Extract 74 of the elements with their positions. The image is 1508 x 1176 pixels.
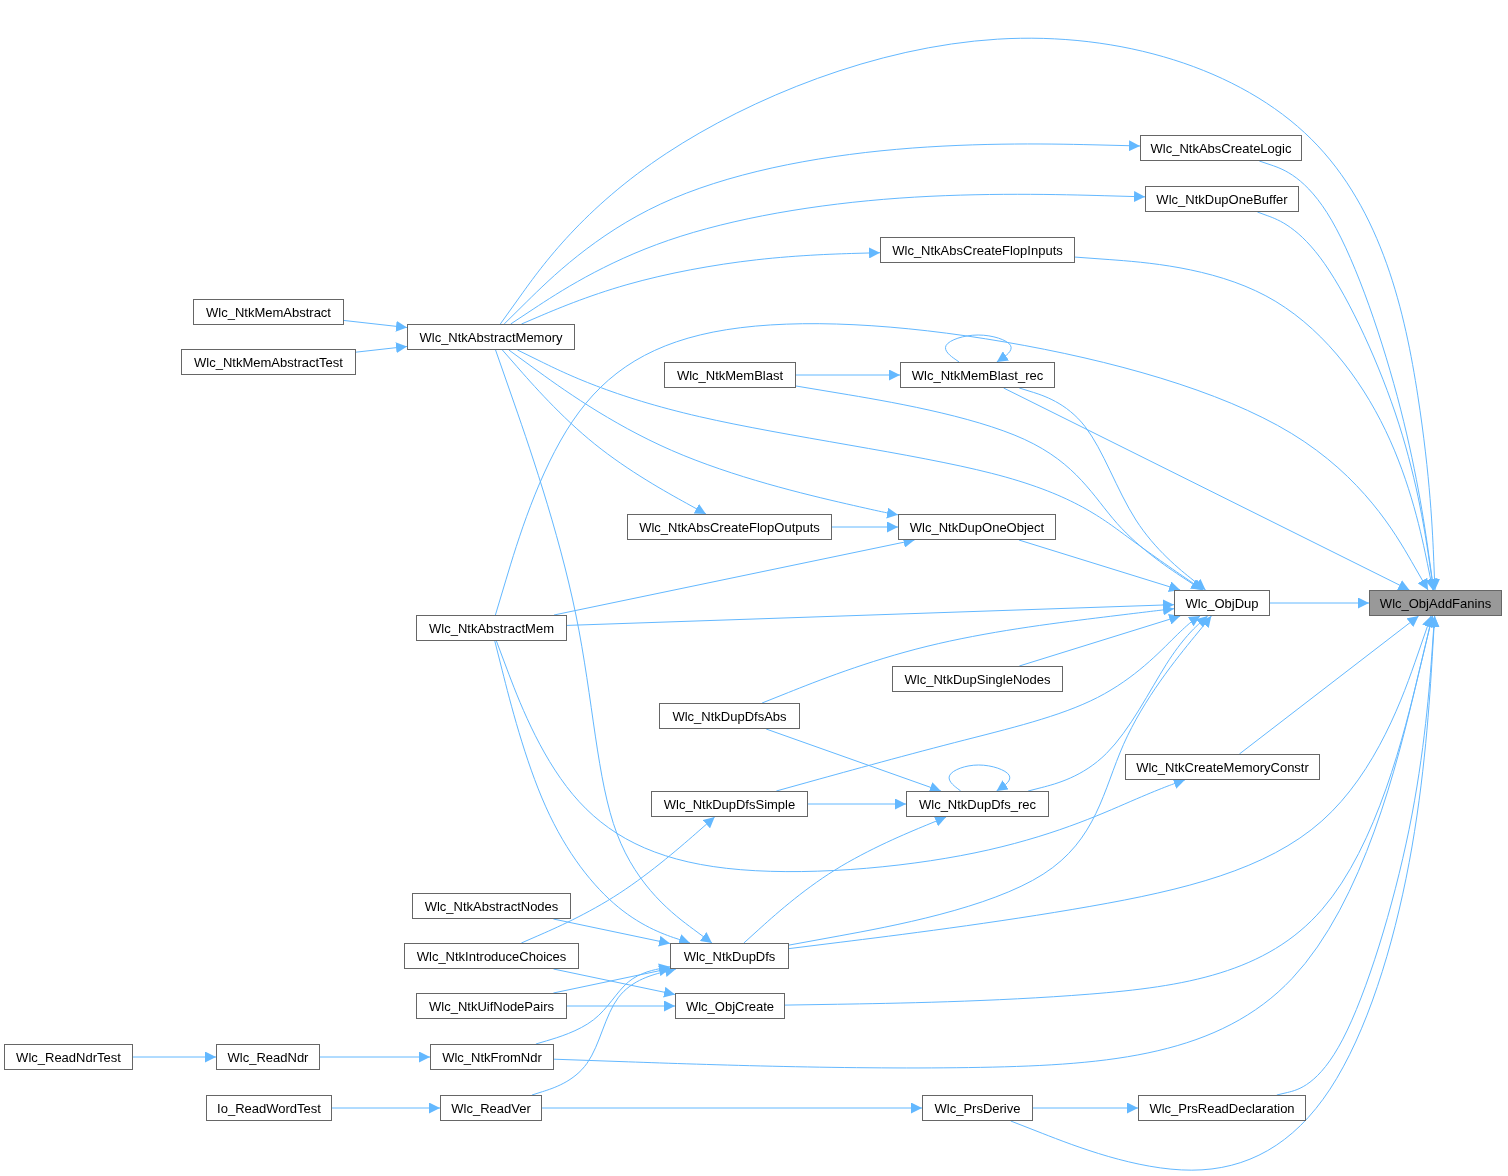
function-box: Wlc_NtkMemAbstractTest xyxy=(181,349,356,375)
function-box: Wlc_ObjDup xyxy=(1174,590,1270,616)
function-box: Wlc_NtkCreateMemoryConstr xyxy=(1125,754,1320,780)
function-box: Wlc_NtkAbstractMem xyxy=(416,615,567,641)
call-arrow xyxy=(495,640,1186,873)
function-box: Wlc_NtkMemBlast_rec xyxy=(900,362,1055,388)
call-arrow xyxy=(494,323,1429,616)
function-box: Wlc_PrsDerive xyxy=(922,1095,1033,1121)
call-arrow xyxy=(343,320,408,332)
call-arrow xyxy=(1269,597,1370,609)
call-arrow xyxy=(494,640,691,945)
call-arrow xyxy=(1027,615,1209,792)
call-arrow xyxy=(743,816,947,944)
call-arrow xyxy=(553,615,1436,1069)
call-arrow xyxy=(1032,1102,1139,1114)
function-box: Wlc_NtkUifNodePairs xyxy=(416,993,567,1019)
function-box: Wlc_NtkAbsCreateLogic xyxy=(1140,135,1302,161)
call-arrow xyxy=(788,615,1212,946)
call-arrow xyxy=(541,1102,923,1114)
call-arrow xyxy=(788,615,1433,950)
function-box: Wlc_ObjAddFanins xyxy=(1369,590,1502,616)
function-box: Wlc_ReadNdrTest xyxy=(4,1044,133,1070)
call-arrow xyxy=(1018,387,1207,591)
call-arrow xyxy=(521,247,881,325)
function-box: Wlc_NtkAbsCreateFlopInputs xyxy=(880,237,1075,263)
call-arrow xyxy=(132,1051,217,1063)
call-arrow xyxy=(510,191,1146,325)
call-arrow xyxy=(520,816,716,944)
call-arrow xyxy=(1010,615,1440,1171)
call-arrow xyxy=(566,1000,676,1012)
call-arrow xyxy=(553,968,676,998)
call-arrow xyxy=(831,521,899,533)
call-arrow xyxy=(761,604,1175,704)
call-arrow xyxy=(944,334,1012,363)
function-box: Wlc_NtkDupOneBuffer xyxy=(1145,186,1299,212)
call-arrow xyxy=(535,963,671,1045)
function-box: Wlc_NtkDupOneObject xyxy=(898,514,1056,540)
function-box: Wlc_NtkDupSingleNodes xyxy=(892,666,1063,692)
call-arrow xyxy=(501,349,707,515)
function-box: Wlc_NtkAbsCreateFlopOutputs xyxy=(627,514,832,540)
function-box: Wlc_NtkAbstractNodes xyxy=(412,893,571,919)
call-arrow xyxy=(319,1051,431,1063)
call-arrow xyxy=(331,1102,441,1114)
call-arrow xyxy=(948,764,1011,792)
call-arrow xyxy=(765,728,942,793)
function-box: Wlc_NtkIntroduceChoices xyxy=(404,943,579,969)
call-arrow xyxy=(499,37,1440,591)
call-arrow xyxy=(1074,256,1436,591)
function-box: Wlc_ReadNdr xyxy=(216,1044,320,1070)
function-box: Io_ReadWordTest xyxy=(206,1095,332,1121)
call-arrow xyxy=(1018,539,1181,592)
function-box: Wlc_PrsReadDeclaration xyxy=(1138,1095,1306,1121)
function-box: Wlc_NtkDupDfs_rec xyxy=(906,791,1049,817)
call-arrow xyxy=(566,599,1175,626)
call-arrow xyxy=(795,369,901,381)
call-arrow xyxy=(531,966,677,1096)
function-box: Wlc_ObjCreate xyxy=(675,993,785,1019)
function-box: Wlc_NtkDupDfs xyxy=(670,943,789,969)
call-arrow xyxy=(807,798,907,810)
function-box: Wlc_NtkDupDfsSimple xyxy=(651,791,808,817)
function-box: Wlc_NtkFromNdr xyxy=(430,1044,554,1070)
function-box: Wlc_ReadVer xyxy=(440,1095,542,1121)
call-arrow xyxy=(775,615,1201,792)
call-arrow xyxy=(508,349,899,519)
call-arrow xyxy=(503,140,1141,325)
function-box: Wlc_NtkAbstractMemory xyxy=(407,324,575,350)
call-arrow xyxy=(495,349,713,944)
call-arrow xyxy=(1003,387,1410,591)
function-box: Wlc_NtkMemAbstract xyxy=(193,299,344,325)
call-arrow xyxy=(1018,614,1181,667)
call-arrow xyxy=(1238,615,1420,755)
call-arrow xyxy=(355,342,408,354)
function-box: Wlc_NtkMemBlast xyxy=(664,362,796,388)
function-box: Wlc_NtkDupDfsAbs xyxy=(659,703,800,729)
